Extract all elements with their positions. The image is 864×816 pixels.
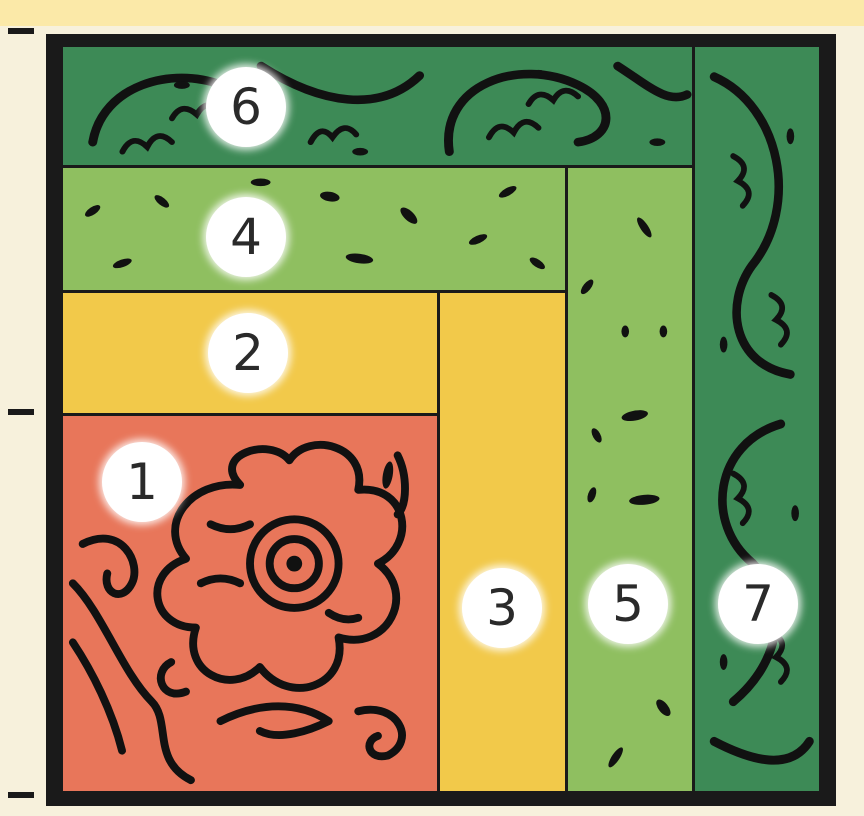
edge-tick-mark <box>8 792 34 798</box>
quilt-piece-3 <box>437 290 568 794</box>
piece-number-3: 3 <box>462 568 542 648</box>
piece-number-4: 4 <box>206 197 286 277</box>
quilt-piece-4 <box>60 165 568 293</box>
piece-number-6: 6 <box>206 67 286 147</box>
quilt-block-diagram: 6 4 2 1 3 5 7 <box>46 34 836 806</box>
dash-pattern <box>568 168 692 791</box>
quilt-piece-6 <box>60 44 696 168</box>
quilt-piece-7 <box>692 44 822 794</box>
piece-number-2: 2 <box>208 313 288 393</box>
piece-number-5: 5 <box>588 564 668 644</box>
paisley-pattern <box>63 47 693 165</box>
piece-number-7: 7 <box>718 564 798 644</box>
edge-tick-mark <box>8 28 34 34</box>
dash-pattern <box>63 168 565 290</box>
background-strip <box>0 0 864 26</box>
paisley-pattern <box>695 47 819 791</box>
piece-number-1: 1 <box>102 442 182 522</box>
quilt-piece-5 <box>565 165 695 794</box>
edge-tick-mark <box>8 409 34 415</box>
